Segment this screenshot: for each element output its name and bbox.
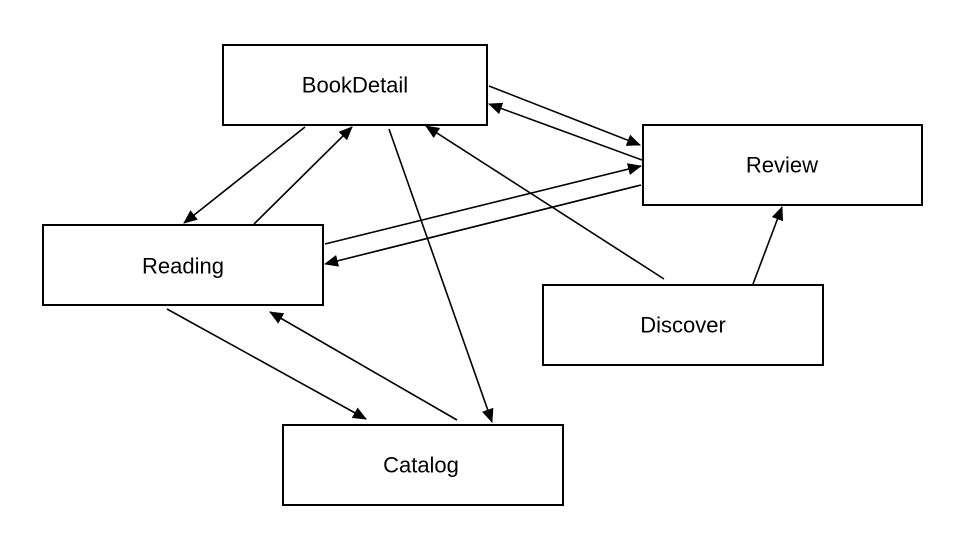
node-discover[interactable]: Discover [542,284,824,366]
edge-bookdetail-to-review [488,85,641,146]
node-discover-label: Discover [640,313,726,338]
node-bookdetail[interactable]: BookDetail [222,44,488,126]
edge-discover-to-review [752,206,784,285]
edge-review-to-bookdetail [488,102,643,161]
edge-review-to-reading [324,184,642,267]
edge-bookdetail-to-reading [183,126,306,224]
node-review-label: Review [746,153,818,178]
edge-catalog-to-reading [269,311,458,421]
edge-reading-to-catalog [166,308,367,420]
edge-reading-to-review [324,163,642,245]
edge-bookdetail-to-catalog [388,128,494,423]
node-reading-label: Reading [142,254,224,279]
node-catalog-label: Catalog [383,453,459,478]
node-bookdetail-label: BookDetail [302,73,408,98]
node-reading[interactable]: Reading [42,224,324,306]
edge-discover-to-bookdetail [425,125,665,280]
edge-reading-to-bookdetail [253,126,353,225]
node-review[interactable]: Review [642,124,923,206]
node-catalog[interactable]: Catalog [282,424,564,506]
